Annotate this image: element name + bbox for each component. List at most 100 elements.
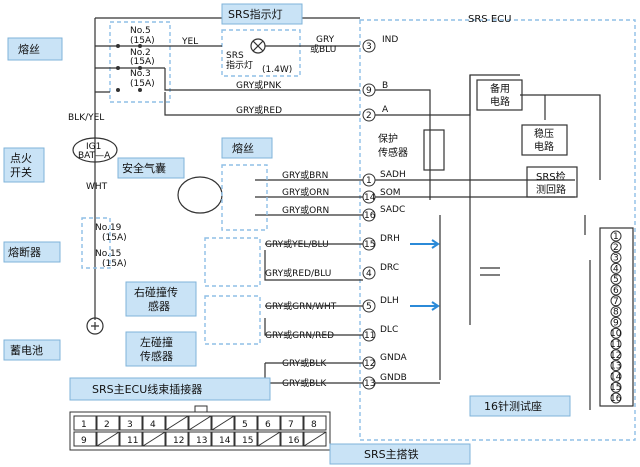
pin-14: 14	[364, 193, 376, 203]
test-socket	[599, 227, 634, 407]
connector-cell	[234, 415, 258, 431]
socket-pin-circle	[610, 262, 622, 274]
tag-test-socket	[469, 395, 571, 417]
pin-2: 2	[366, 111, 372, 121]
backup-l2: 电路	[490, 95, 510, 108]
socket-pin-circle	[610, 230, 622, 242]
tag-airbag	[117, 157, 185, 179]
tag-ground-text: SRS主搭铁	[364, 448, 419, 461]
detect-l2: 测回路	[536, 183, 566, 196]
connector-pin-label: 14	[219, 436, 231, 446]
tag-srs-lamp-text: SRS指示灯	[228, 7, 283, 21]
pin-name-gnda: GNDA	[380, 353, 407, 363]
socket-pin-circle	[610, 349, 622, 361]
pin-9: 9	[366, 86, 372, 96]
regulator-l1: 稳压	[534, 127, 554, 140]
wire-b-label: GRY或PNK	[236, 79, 282, 91]
connector-cell	[211, 431, 235, 447]
connector-empty-mark	[211, 415, 235, 431]
fuse-no19-name: No.19	[95, 223, 122, 233]
connector-cell	[73, 431, 97, 447]
pin-13: 13	[364, 379, 375, 389]
srs-ecu-boundary	[359, 19, 636, 441]
socket-pin-circle	[610, 273, 622, 285]
wire-ind-l1: GRY	[316, 35, 335, 45]
wht-label: WHT	[86, 182, 108, 192]
connector-empty-mark	[303, 431, 327, 447]
socket-pin-label: 5	[613, 275, 619, 285]
lamp-symbol-l2: 指示灯	[226, 59, 253, 71]
ign-l2: 开关	[10, 165, 32, 179]
socket-pin-circle	[610, 252, 622, 264]
socket-pin-label: 15	[610, 383, 621, 393]
pin-12: 12	[364, 359, 375, 369]
connector-empty-mark	[188, 415, 212, 431]
drh-arrow	[410, 239, 440, 249]
tag-ignition	[3, 147, 45, 183]
tag-battery-text: 蓄电池	[10, 344, 43, 357]
connector-cell	[257, 415, 281, 431]
connector-cell	[303, 415, 327, 431]
pin-1: 1	[366, 176, 372, 186]
regulator-box	[521, 124, 568, 156]
pin-name-b: B	[382, 81, 388, 91]
ign-l1: 点火	[10, 152, 32, 165]
fuse-no3-name: No.3	[130, 69, 151, 79]
fuse-no15-rating: (15A)	[102, 259, 127, 269]
connector-pin-label: 2	[104, 420, 110, 430]
connector-cell	[234, 431, 258, 447]
connector-empty-mark	[257, 431, 281, 447]
connector-cell	[280, 415, 304, 431]
connector-cell	[165, 431, 189, 447]
regulator-l2: 电路	[534, 140, 554, 153]
socket-pin-label: 11	[610, 340, 621, 350]
wire-som-label: GRY或ORN	[282, 186, 329, 198]
wire-drc-label: GRY或RED/BLU	[265, 267, 331, 279]
connector-pin-label: 12	[173, 436, 184, 446]
connector-pin-label: 15	[242, 436, 253, 446]
tag-srs-lamp	[221, 3, 303, 25]
fuse-no5-rating: (15A)	[130, 36, 155, 46]
socket-pin-circle	[610, 316, 622, 328]
safing-sensor-symbol	[423, 129, 445, 171]
connector-empty-mark	[142, 431, 166, 447]
pin-name-gndb: GNDB	[380, 373, 407, 383]
connector-cell	[73, 415, 97, 431]
pin-name-ind: IND	[382, 35, 398, 45]
pin-name-sadh: SADH	[380, 170, 406, 180]
wire-ind-l2: 或BLU	[310, 43, 336, 55]
airbag-symbol	[177, 176, 223, 214]
socket-pin-label: 13	[610, 362, 621, 372]
pin-4: 4	[366, 269, 372, 279]
bat-a-label: BAT—A	[78, 151, 111, 161]
socket-pin-circle	[610, 381, 622, 393]
connector-empty-mark	[96, 431, 120, 447]
socket-pin-circle	[610, 392, 622, 404]
wire-sadc-label: GRY或ORN	[282, 204, 329, 216]
pin-name-dlh: DLH	[380, 296, 399, 306]
tag-fuse-block-text: 熔断器	[8, 245, 41, 259]
connector-cell	[119, 431, 143, 447]
rs-l1: 右碰撞传	[134, 285, 178, 299]
b-wire	[95, 67, 360, 91]
socket-pin-circle	[610, 338, 622, 350]
airbag-connector-box	[221, 164, 268, 231]
wire-a-label: GRY或RED	[236, 104, 282, 116]
srs-ecu-label: SRS ECU	[468, 14, 511, 25]
bottom-fuse-box	[81, 217, 111, 269]
connector-pin-label: 7	[288, 420, 294, 430]
right-sensor-box	[204, 237, 261, 287]
pin-5: 5	[366, 302, 372, 312]
pin-11: 11	[364, 331, 375, 341]
socket-pin-circle	[610, 370, 622, 382]
tag-fuse	[7, 37, 63, 61]
tag-right-sensor	[125, 281, 197, 317]
ecu-pin-circles: 3 9 2 1 14 16 15 4 5 11 12 13	[362, 39, 376, 390]
tag-left-sensor	[125, 331, 197, 367]
rs-l2: 感器	[148, 300, 170, 313]
backup-l1: 备用	[490, 82, 510, 95]
a-wire	[95, 91, 360, 116]
srs-detect-box	[526, 166, 578, 198]
